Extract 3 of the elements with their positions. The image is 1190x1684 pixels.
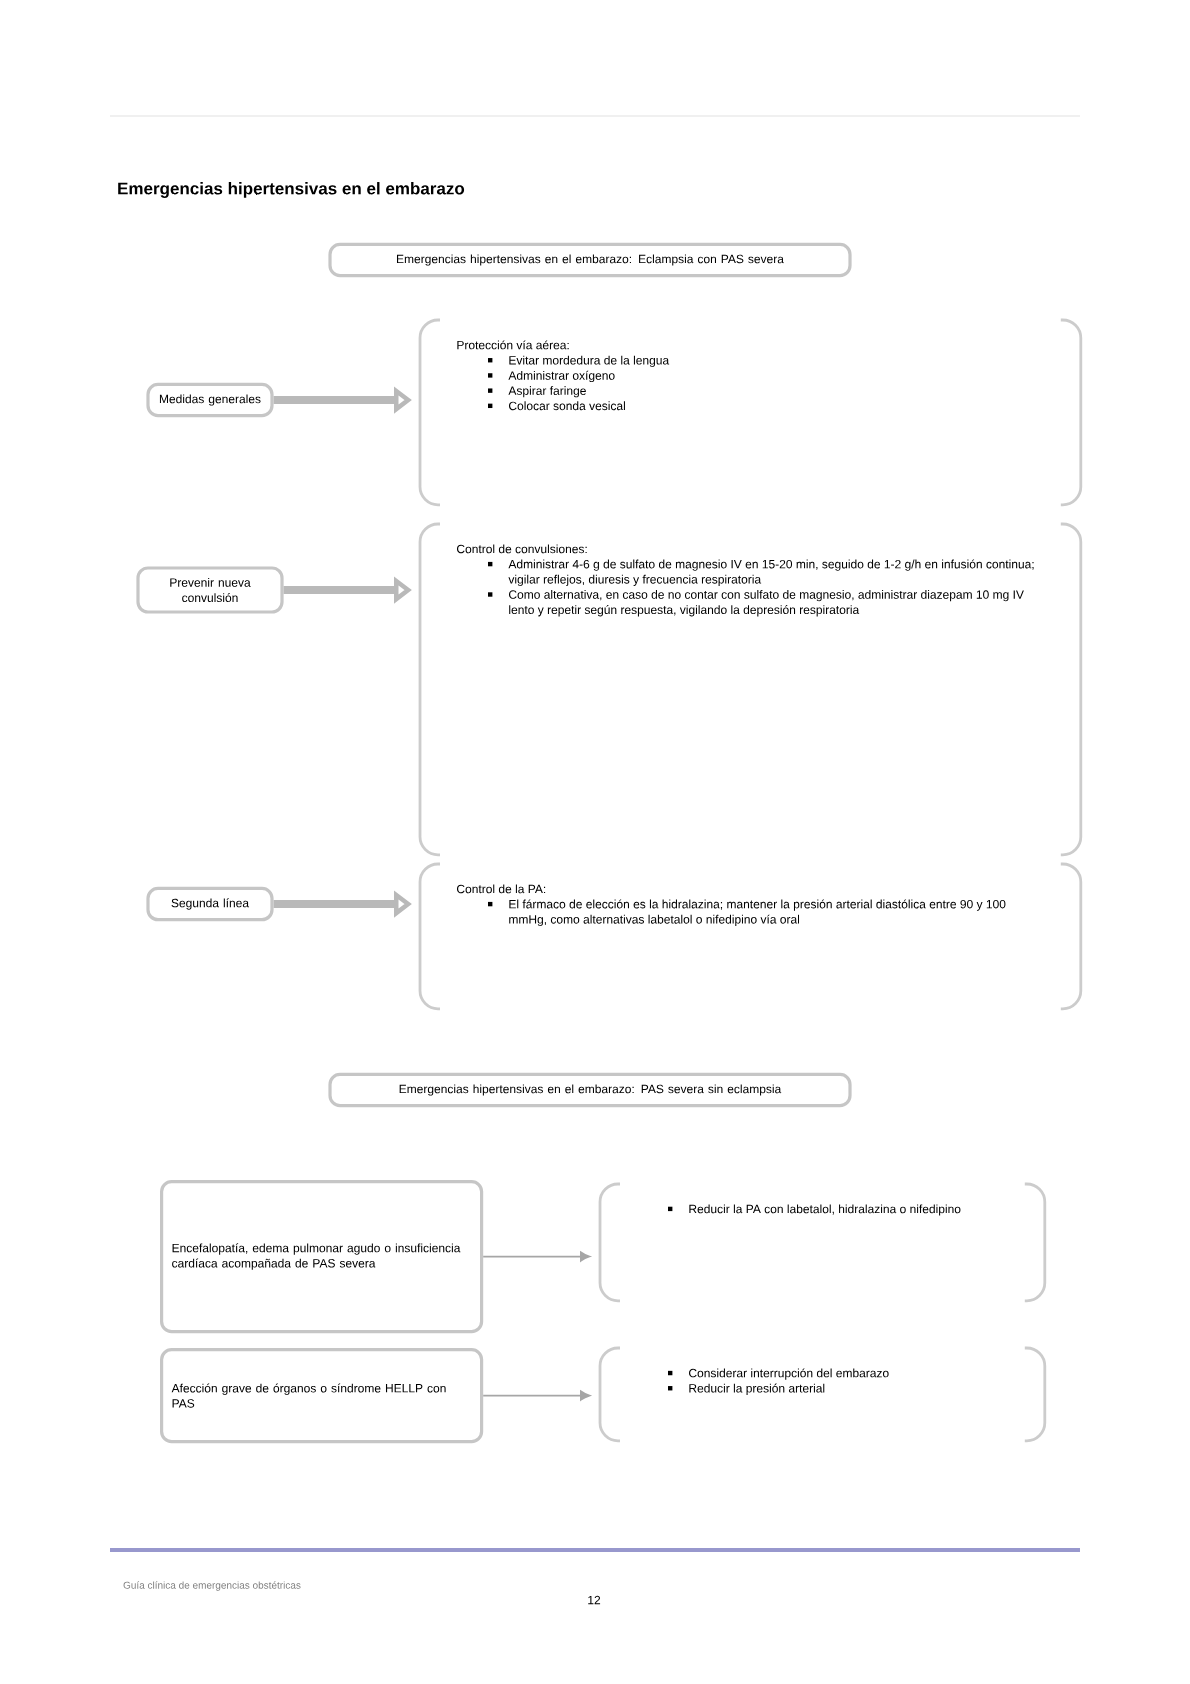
heading: Emergencias hipertensivas en el embarazo [118,182,465,198]
arrow [482,1390,591,1401]
arrow [482,1251,591,1262]
